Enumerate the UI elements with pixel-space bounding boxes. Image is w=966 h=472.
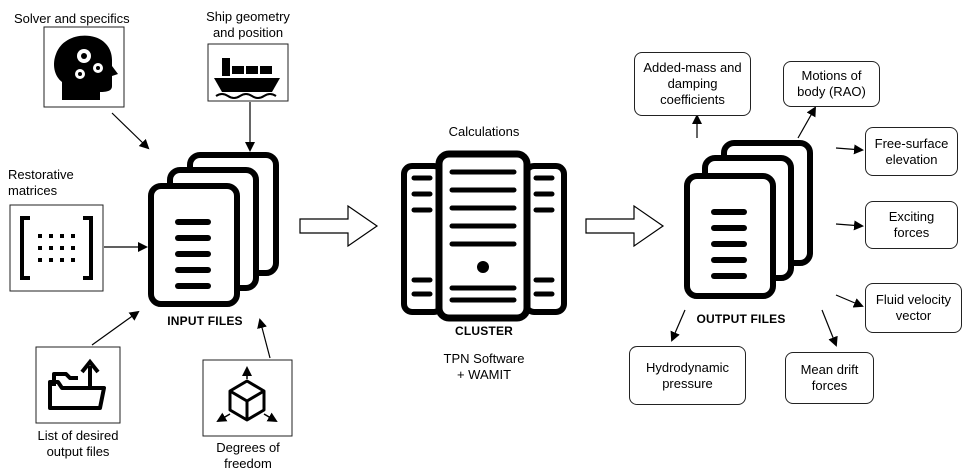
free-surface-box: Free-surface elevation	[865, 127, 958, 176]
solver-label: Solver and specifics	[14, 11, 130, 26]
flow-arrow-to-output	[585, 204, 665, 248]
flow-arrow-to-cluster	[299, 204, 379, 248]
matrix-icon	[20, 216, 93, 280]
geometry-label: Ship geometry and position	[206, 9, 290, 40]
input-files-label: INPUT FILES	[167, 314, 243, 328]
server-cluster-icon	[401, 150, 567, 322]
output-list-label: List of desired output files	[37, 428, 119, 459]
dof-label: Degrees of freedom	[216, 440, 280, 471]
output-files-icon	[684, 140, 813, 299]
motions-box: Motions of body (RAO)	[783, 61, 880, 107]
output-arrows	[670, 106, 864, 347]
software-label: TPN Software + WAMIT	[443, 351, 525, 382]
output-files-label: OUTPUT FILES	[696, 312, 786, 326]
head-gears-icon	[54, 35, 118, 100]
mean-drift-box: Mean drift forces	[785, 352, 874, 404]
fluid-velocity-box: Fluid velocity vector	[865, 283, 962, 333]
hydrodynamic-pressure-box: Hydrodynamic pressure	[629, 346, 746, 405]
input-arrows	[91, 102, 271, 359]
cluster-label: CLUSTER	[454, 324, 514, 338]
added-mass-box: Added-mass and damping coefficients	[634, 52, 751, 116]
ship-icon	[214, 58, 280, 99]
calculations-label: Calculations	[448, 124, 520, 139]
input-files-icon	[148, 152, 279, 307]
folder-upload-icon	[48, 358, 106, 410]
exciting-forces-box: Exciting forces	[865, 201, 958, 249]
restorative-label: Restorative matrices	[8, 167, 74, 198]
cube-axes-icon	[216, 366, 278, 423]
